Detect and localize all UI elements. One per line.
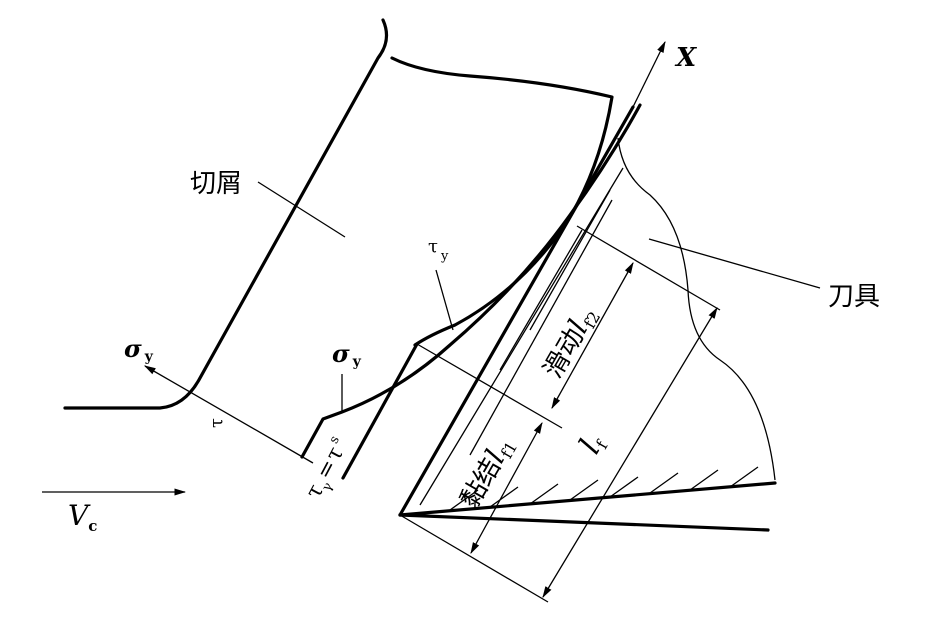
tau-gamma-equals-tau-s-label: τγ=τs	[299, 433, 357, 504]
tool-leader	[648, 238, 821, 289]
chip-shear-edge	[341, 342, 419, 480]
x-axis-label: X	[674, 43, 698, 73]
contact-length-label: lf	[573, 428, 612, 460]
chip-label: 切屑	[190, 169, 242, 199]
tool-rake-face	[398, 105, 635, 517]
tau-label: τ	[206, 418, 227, 428]
dimension-lf1	[470, 421, 543, 555]
sliding-length-label: 滑动lf2	[535, 300, 604, 384]
contact-region-lines	[419, 167, 624, 506]
chip-underside-curve	[300, 103, 642, 459]
x-axis	[632, 40, 666, 108]
extension-lines	[399, 225, 721, 603]
chip-leader	[257, 181, 346, 238]
velocity-label: Vc	[68, 499, 97, 535]
sticking-length-label: 黏结lf1	[452, 430, 521, 514]
tau-y-leader	[435, 269, 454, 331]
stress-distribution-curve	[617, 137, 776, 481]
tool-label: 刀具	[828, 282, 880, 312]
velocity-subscript: c	[88, 517, 97, 535]
velocity-symbol: V	[68, 499, 91, 532]
chip-outline	[63, 18, 614, 410]
shear-plane-line	[143, 365, 314, 464]
dimension-lf	[542, 306, 718, 599]
